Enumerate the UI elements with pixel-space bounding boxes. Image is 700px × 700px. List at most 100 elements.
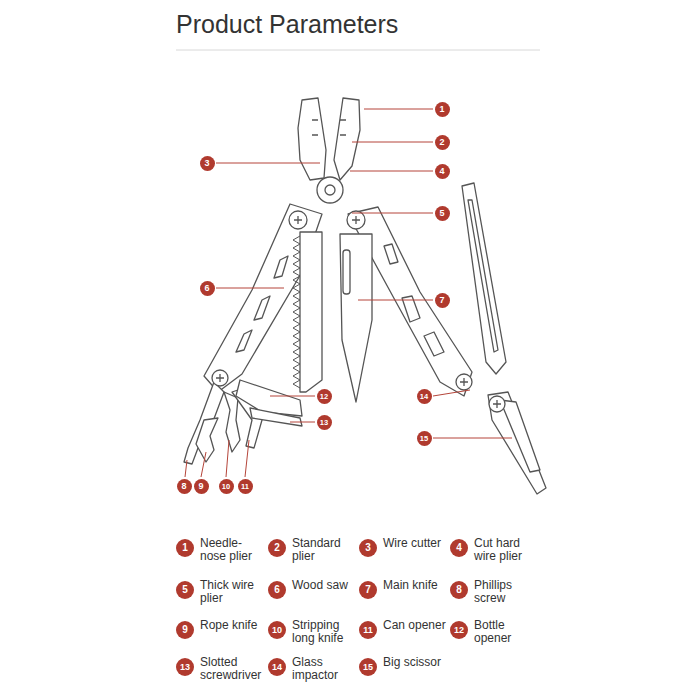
callout-number: 15 [417,431,432,446]
callout-number: 3 [359,539,377,557]
part-name: Stripping long knife [292,619,358,645]
circle-fill [435,135,450,150]
circle-fill [435,293,450,308]
leader-line [352,142,433,143]
key-entry: 4 Cut hard wire plier [450,539,540,565]
callout-number: 2 [435,135,450,150]
callout-number: 14 [417,389,432,404]
part-name: Standard plier [292,537,358,563]
leader-line [364,109,433,110]
phillips-screw [184,382,224,464]
leader-line [270,396,315,397]
callout-number: 1 [435,102,450,117]
leader-line [433,438,512,439]
part-name: Thick wire plier [200,579,266,605]
callout-circle: 8 [177,479,192,494]
main-knife [340,234,372,402]
scissor-arm [462,183,506,374]
callout-number: 6 [268,581,286,599]
callout-number: 14 [268,658,286,676]
callout-circle: 12 [317,389,332,404]
circle-fill [359,581,377,599]
circle-fill [417,431,432,446]
part-name: Main knife [383,579,449,592]
callout-number: 11 [238,479,253,494]
callout-number: 8 [177,479,192,494]
circle-fill [176,539,194,557]
scissor-blade [500,400,540,472]
handle-cutout [384,244,398,264]
key-entry: 3Wire cutter [359,539,449,557]
callout-number: 13 [317,415,332,430]
part-name: Cut hard wire plier [474,537,540,563]
callout-number: 9 [194,479,209,494]
circle-fill [435,102,450,117]
leader-line [433,390,470,396]
circle-fill [435,206,450,221]
circle-fill [359,621,377,639]
callout-number: 3 [200,156,215,171]
title-rule [176,50,540,51]
circle-fill [359,658,377,676]
plier-grip [312,120,346,135]
plier-pivot [317,177,343,203]
callout-circle: 11 [238,479,253,494]
callout-circle: 13 [317,415,332,430]
callout-circle: 7 [435,293,450,308]
circle-fill [177,479,192,494]
part-name: Can opener [383,619,449,632]
knife-slot [343,250,350,294]
leader-line [216,288,284,289]
leader-line [350,171,433,172]
callout-number: 9 [176,621,194,639]
leader-line [185,460,187,477]
circle-fill [417,389,432,404]
circle-fill [268,581,286,599]
left-handle [204,204,322,392]
callout-number: 2 [268,539,286,557]
circle-fill [194,479,209,494]
leader-line [352,213,433,214]
key-entry: 15Big scissor [359,658,449,676]
stripping-knife [224,392,240,452]
callout-number: 13 [176,658,194,676]
part-name: Needle-nose plier [200,537,266,563]
key-entry: 8Phillips screw [450,581,540,607]
callout-circle: 5 [435,206,450,221]
key-entry: 1 Needle-nose plier [176,539,266,565]
key-entry: 10Stripping long knife [268,621,358,647]
handle-cutout [236,330,252,352]
rope-knife [196,418,218,462]
circle-fill [450,539,468,557]
screw-star [216,216,501,408]
key-entry: 13 Slotted screwdriver [176,658,266,684]
saw-teeth [293,236,300,388]
callout-number: 4 [450,539,468,557]
circle-fill [268,658,286,676]
circle-fill [200,156,215,171]
part-name: Wood saw [292,579,358,592]
circle-fill [268,621,286,639]
handle-cutout [274,256,288,278]
leader-line [358,300,433,301]
key-entry: 9Rope knife [176,621,266,639]
circle-fill [176,658,194,676]
plier-jaw [298,98,326,180]
part-name: Bottle opener [474,619,540,645]
slotted-screwdriver [250,408,302,426]
circle-fill [268,539,286,557]
page-title: Product Parameters [176,10,398,39]
part-name: Big scissor [383,656,449,669]
circle-fill [219,479,234,494]
circle-fill [317,415,332,430]
circle-fill [176,581,194,599]
bottle-opener [236,380,302,416]
callout-number: 8 [450,581,468,599]
handle-cutout [254,296,270,320]
part-name: Slotted screwdriver [200,656,266,682]
callout-number: 1 [176,539,194,557]
callout-circle: 15 [417,431,432,446]
leader-line [226,440,229,477]
callout-number: 5 [176,581,194,599]
